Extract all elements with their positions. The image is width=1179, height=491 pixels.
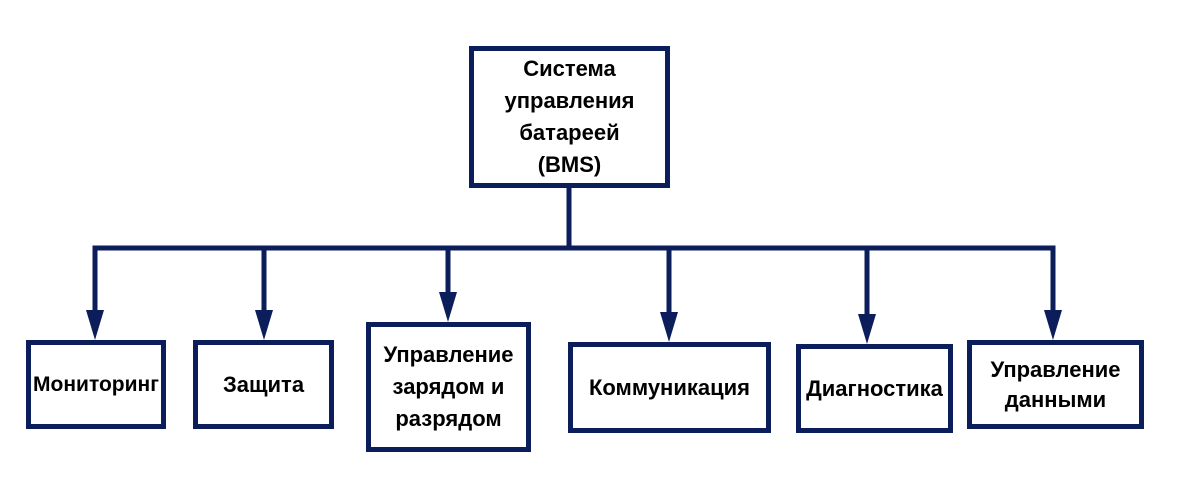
child-box-diagnostics: Диагностика <box>796 344 953 433</box>
child-box-data-management: Управление данными <box>967 340 1144 429</box>
arrowhead-monitoring <box>86 310 104 340</box>
child-box-label: Защита <box>222 371 305 397</box>
child-box-label: Диагностика <box>806 375 943 401</box>
arrowhead-charge-control <box>439 292 457 322</box>
child-box-protection: Защита <box>193 340 334 429</box>
arrowhead-data-management <box>1044 310 1062 340</box>
child-box-label: Управление зарядом и разрядом <box>383 342 514 431</box>
child-box-label: Мониторинг <box>33 372 159 396</box>
arrowhead-protection <box>255 310 273 340</box>
child-box-monitoring: Мониторинг <box>26 340 166 429</box>
root-box-bms: Система управления батареей (BMS) <box>469 46 670 188</box>
arrowhead-communication <box>660 312 678 342</box>
arrowhead-diagnostics <box>858 314 876 344</box>
child-box-label: Управление данными <box>990 356 1121 412</box>
child-box-label: Коммуникация <box>588 374 750 400</box>
root-box-label: Система управления батареей (BMS) <box>504 56 635 177</box>
child-box-communication: Коммуникация <box>568 342 771 433</box>
child-box-charge-control: Управление зарядом и разрядом <box>366 322 531 452</box>
